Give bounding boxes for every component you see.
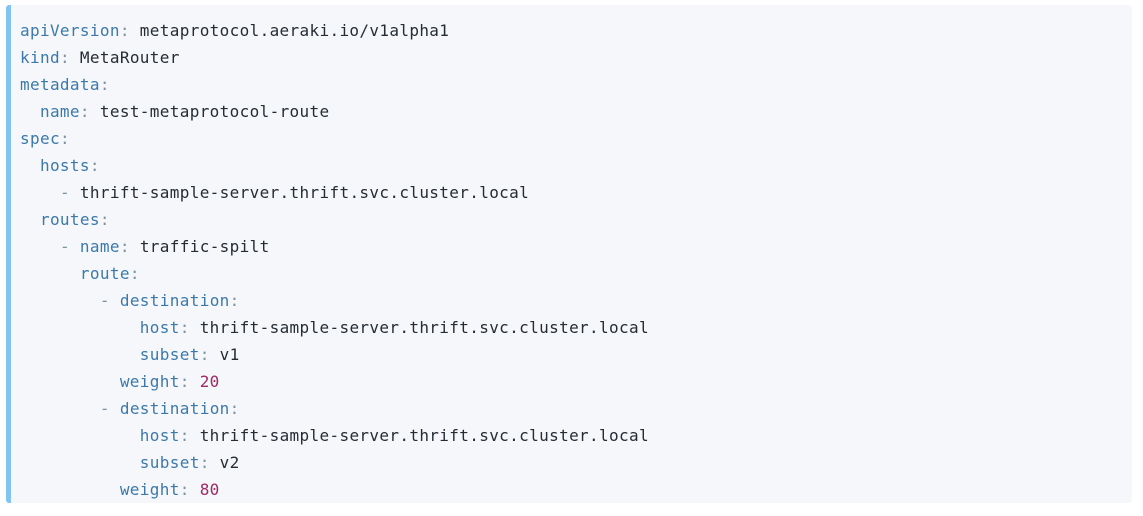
- code-token-ws: [190, 372, 200, 391]
- code-token-key: destination: [119, 399, 230, 418]
- code-token-punc: :: [59, 129, 70, 148]
- code-line: host: thrift-sample-server.thrift.svc.cl…: [20, 422, 1116, 449]
- code-token-ws: [20, 183, 60, 202]
- code-token-ws: [20, 345, 140, 364]
- code-token-ws: [190, 318, 200, 337]
- code-token-punc: :: [89, 156, 100, 175]
- code-token-punc: :: [119, 21, 130, 40]
- code-token-ws: [20, 291, 100, 310]
- code-token-ws: [20, 453, 140, 472]
- code-line: - name: traffic-spilt: [20, 233, 1116, 260]
- code-token-key: weight: [119, 372, 180, 391]
- code-line: weight: 20: [20, 368, 1116, 395]
- yaml-code: apiVersion: metaprotocol.aeraki.io/v1alp…: [20, 17, 1116, 503]
- code-token-punc: :: [199, 345, 210, 364]
- code-token-ws: [20, 480, 120, 499]
- code-token-punc: :: [179, 426, 190, 445]
- code-token-key: spec: [20, 129, 60, 148]
- code-line: host: thrift-sample-server.thrift.svc.cl…: [20, 314, 1116, 341]
- code-token-val: metaprotocol.aeraki.io/v1alpha1: [139, 21, 450, 40]
- code-token-ws: [210, 453, 220, 472]
- code-token-key: host: [139, 318, 180, 337]
- code-token-key: subset: [139, 453, 200, 472]
- code-line: route:: [20, 260, 1116, 287]
- code-token-ws: [70, 48, 80, 67]
- code-token-ws: [110, 291, 120, 310]
- code-token-ws: [20, 156, 40, 175]
- code-token-num: 80: [199, 480, 220, 499]
- code-token-key: apiVersion: [20, 21, 120, 40]
- code-token-punc: :: [119, 237, 130, 256]
- code-token-ws: [20, 237, 60, 256]
- code-token-val: v1: [219, 345, 240, 364]
- code-line: name: test-metaprotocol-route: [20, 98, 1116, 125]
- code-token-ws: [110, 399, 120, 418]
- code-token-key: metadata: [20, 75, 100, 94]
- code-token-ws: [130, 237, 140, 256]
- code-token-ws: [20, 102, 40, 121]
- code-token-val: v2: [219, 453, 240, 472]
- code-line: - thrift-sample-server.thrift.svc.cluste…: [20, 179, 1116, 206]
- code-token-ws: [70, 183, 80, 202]
- code-line: - destination:: [20, 395, 1116, 422]
- code-token-key: weight: [119, 480, 180, 499]
- code-token-val: thrift-sample-server.thrift.svc.cluster.…: [199, 318, 649, 337]
- code-token-key: host: [139, 426, 180, 445]
- yaml-code-block: apiVersion: metaprotocol.aeraki.io/v1alp…: [6, 5, 1132, 503]
- code-token-punc: :: [199, 453, 210, 472]
- code-token-punc: :: [99, 75, 110, 94]
- code-token-key: destination: [119, 291, 230, 310]
- code-line: - destination:: [20, 287, 1116, 314]
- code-token-ws: [20, 318, 140, 337]
- code-line: hosts:: [20, 152, 1116, 179]
- code-token-key: subset: [139, 345, 200, 364]
- code-token-ws: [20, 264, 80, 283]
- code-token-punc: :: [179, 480, 190, 499]
- code-line: spec:: [20, 125, 1116, 152]
- code-token-key: route: [79, 264, 130, 283]
- code-token-key: hosts: [39, 156, 90, 175]
- code-token-val: MetaRouter: [79, 48, 180, 67]
- code-token-punc: :: [229, 291, 240, 310]
- code-line: subset: v2: [20, 449, 1116, 476]
- code-line: routes:: [20, 206, 1116, 233]
- code-line: metadata:: [20, 71, 1116, 98]
- code-token-key: name: [39, 102, 80, 121]
- code-token-punc: -: [59, 183, 70, 202]
- code-token-punc: -: [99, 291, 110, 310]
- code-line: apiVersion: metaprotocol.aeraki.io/v1alp…: [20, 17, 1116, 44]
- code-token-ws: [20, 399, 100, 418]
- code-token-ws: [70, 237, 80, 256]
- code-token-ws: [190, 480, 200, 499]
- code-token-punc: -: [99, 399, 110, 418]
- code-token-key: kind: [20, 48, 60, 67]
- code-token-punc: :: [179, 318, 190, 337]
- code-token-punc: :: [229, 399, 240, 418]
- code-token-val: test-metaprotocol-route: [99, 102, 330, 121]
- code-token-val: traffic-spilt: [139, 237, 270, 256]
- code-token-punc: :: [99, 210, 110, 229]
- code-line: weight: 80: [20, 476, 1116, 503]
- code-token-ws: [130, 21, 140, 40]
- code-token-punc: -: [59, 237, 70, 256]
- code-line: kind: MetaRouter: [20, 44, 1116, 71]
- code-token-punc: :: [79, 102, 90, 121]
- code-token-punc: :: [59, 48, 70, 67]
- code-token-ws: [190, 426, 200, 445]
- code-token-key: name: [79, 237, 120, 256]
- code-token-ws: [210, 345, 220, 364]
- code-token-ws: [20, 372, 120, 391]
- code-token-ws: [90, 102, 100, 121]
- code-token-val: thrift-sample-server.thrift.svc.cluster.…: [199, 426, 649, 445]
- code-token-punc: :: [179, 372, 190, 391]
- code-line: subset: v1: [20, 341, 1116, 368]
- code-token-ws: [20, 426, 140, 445]
- code-token-key: routes: [39, 210, 100, 229]
- code-token-val: thrift-sample-server.thrift.svc.cluster.…: [79, 183, 530, 202]
- code-token-num: 20: [199, 372, 220, 391]
- code-token-punc: :: [129, 264, 140, 283]
- code-token-ws: [20, 210, 40, 229]
